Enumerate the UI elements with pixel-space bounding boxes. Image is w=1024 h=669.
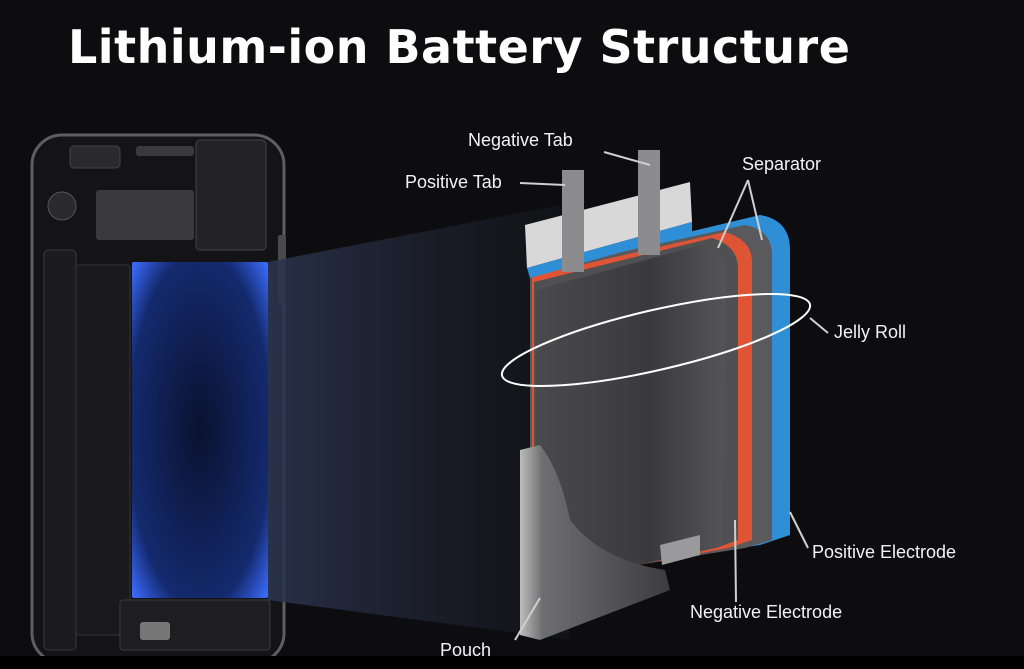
positive-tab xyxy=(562,170,584,272)
negative-tab xyxy=(638,150,660,255)
label-pouch: Pouch xyxy=(440,640,492,660)
label-positive-electrode: Positive Electrode xyxy=(812,542,957,562)
label-positive-tab: Positive Tab xyxy=(405,172,502,192)
label-negative-electrode: Negative Electrode xyxy=(690,602,843,622)
leader-lines xyxy=(514,151,829,641)
jelly-roll xyxy=(530,215,790,590)
label-jelly-roll: Jelly Roll xyxy=(834,322,907,342)
projection-beam xyxy=(268,205,570,640)
label-negative-tab: Negative Tab xyxy=(468,130,573,150)
diagram-title: Lithium-ion Battery Structure xyxy=(68,20,851,74)
pouch-shape xyxy=(520,445,670,640)
jelly-roll-outline xyxy=(500,292,812,388)
bottom-bar xyxy=(0,656,1024,669)
label-separator: Separator xyxy=(742,154,822,174)
roll-body xyxy=(536,245,726,590)
phone-battery xyxy=(132,262,268,598)
